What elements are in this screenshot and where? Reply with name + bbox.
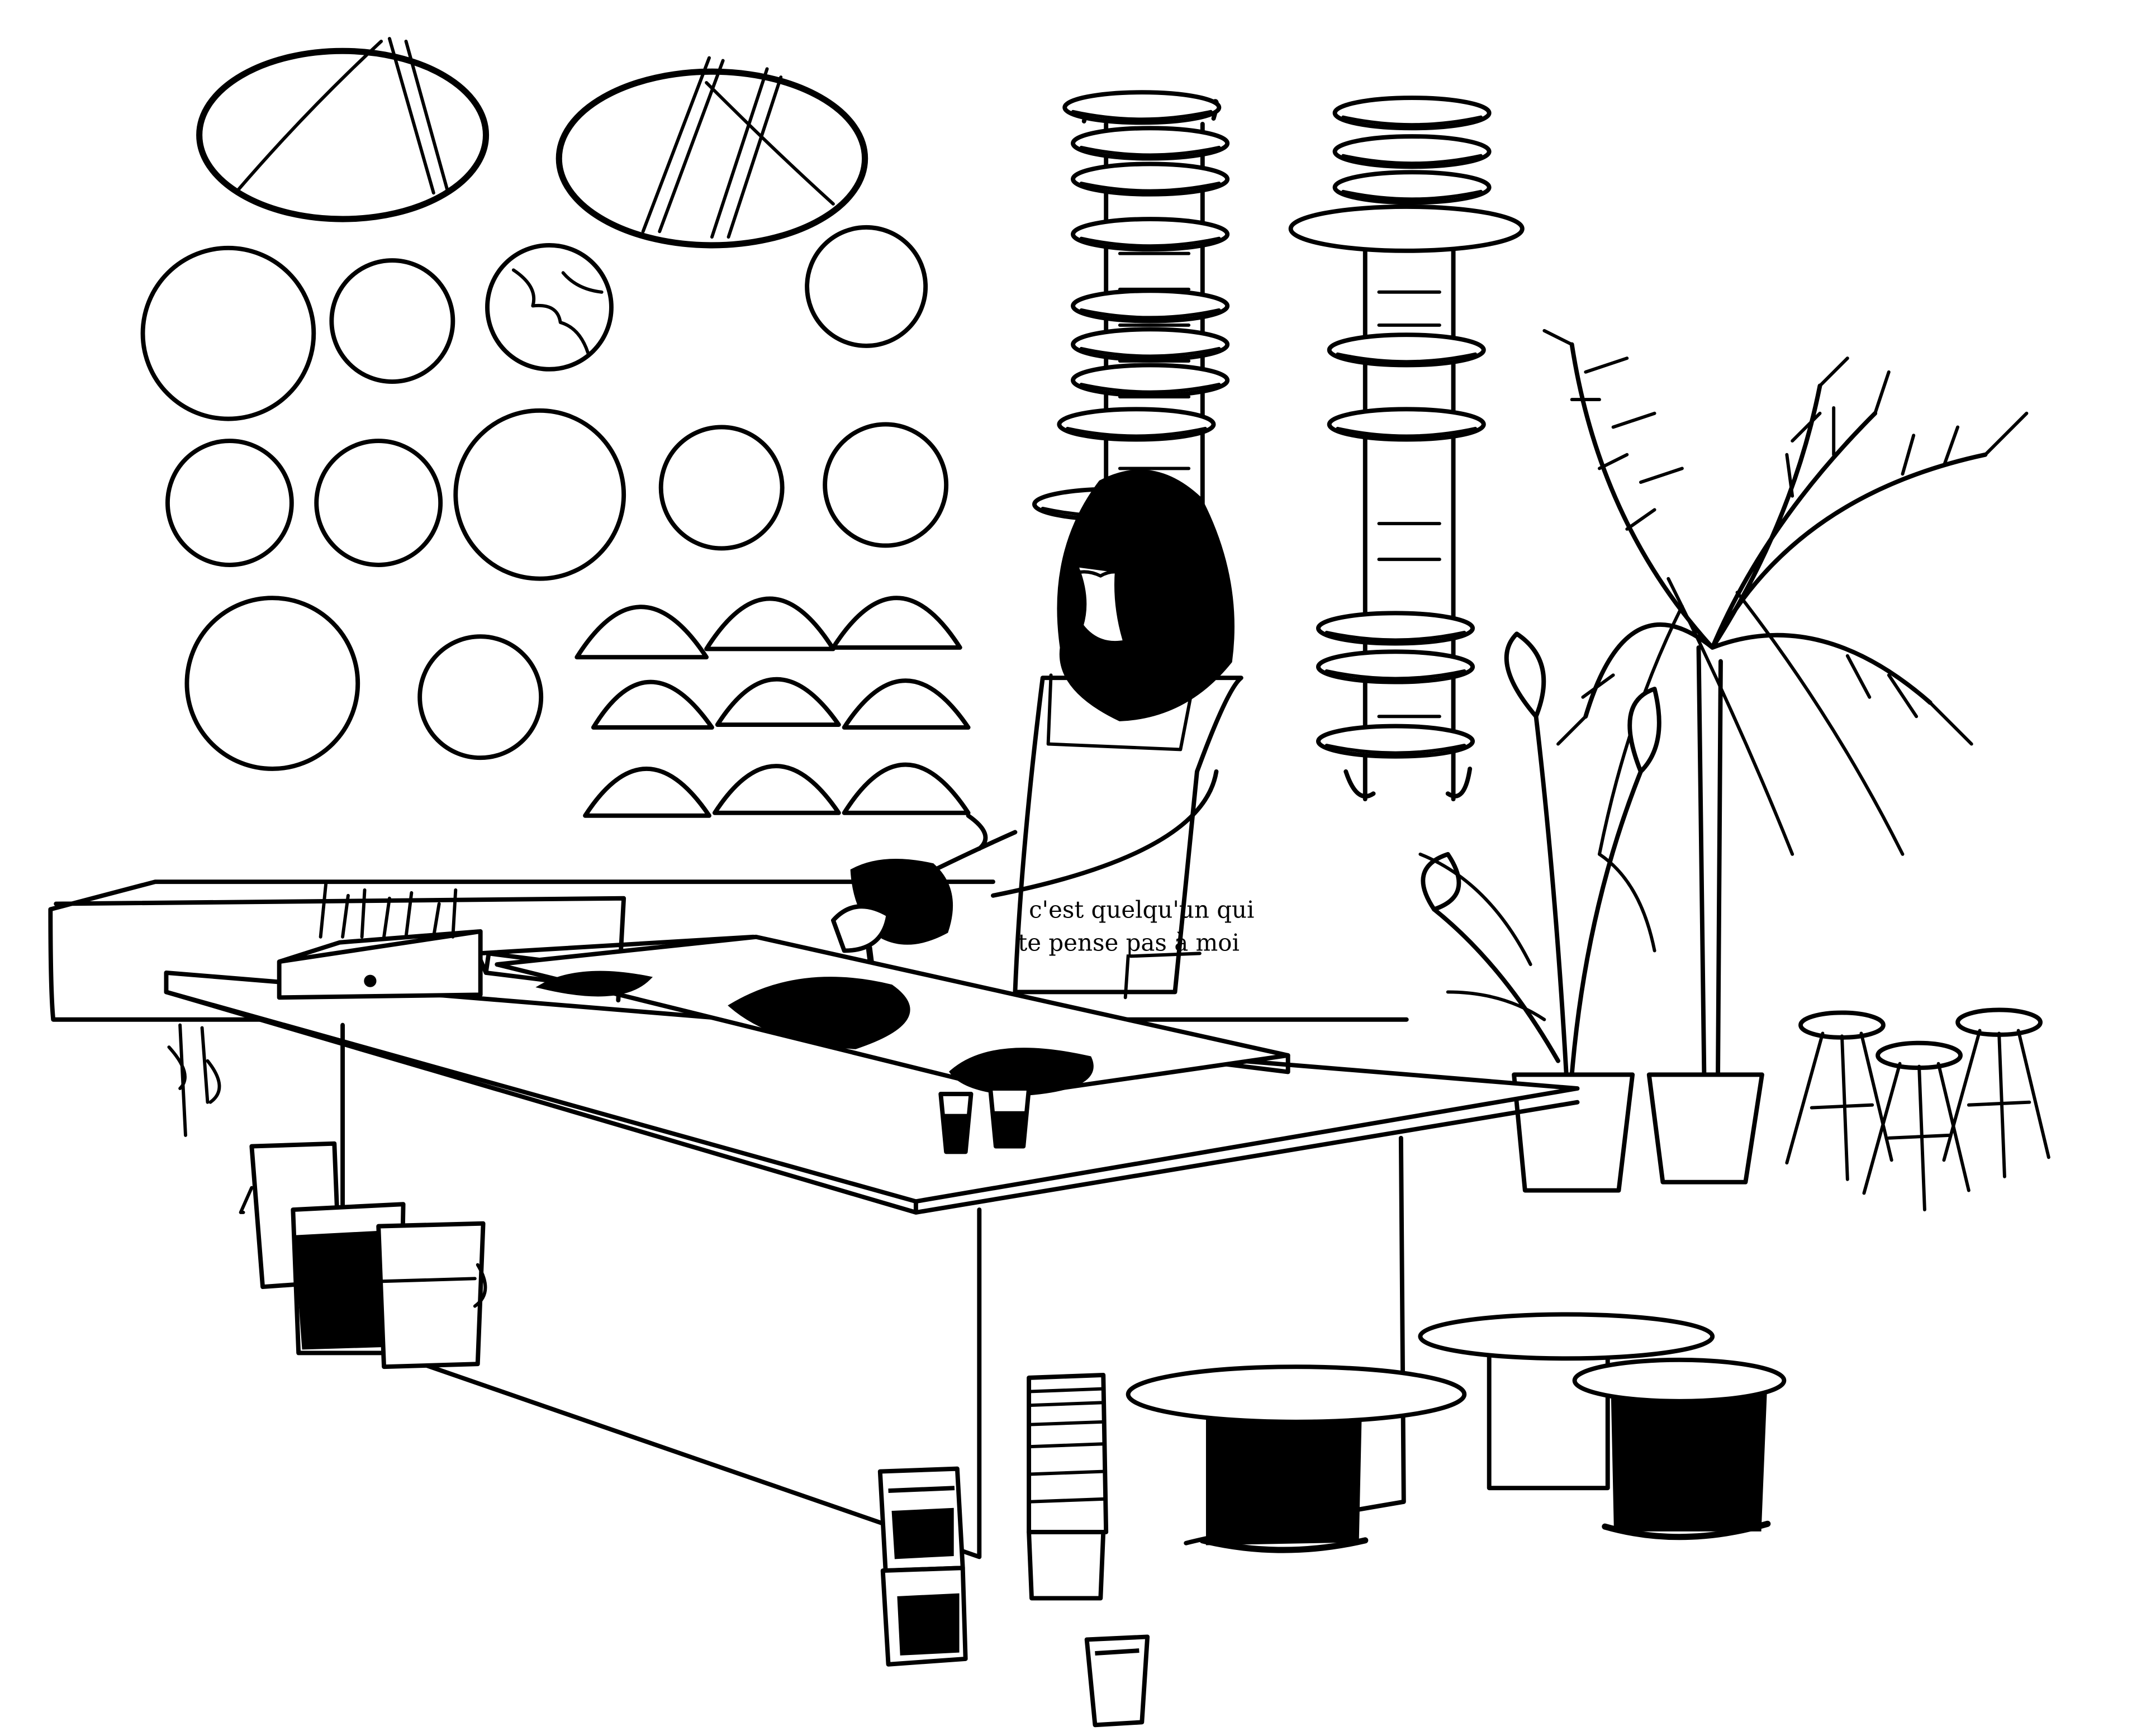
apron-text-line1: c'est quelqu'un qui [1029, 896, 1254, 923]
buckets-front [877, 1372, 1150, 1728]
wall-counter [48, 879, 1409, 1137]
leafy-plant [1418, 631, 1661, 1193]
palm-plant [1542, 329, 2029, 1185]
plate-rack-right [1288, 98, 1525, 802]
work-table [164, 880, 1580, 1559]
potter: c'est quelqu'un qui te pense pas à moi [830, 469, 1254, 1029]
floor-stools [1126, 1312, 1787, 1553]
apron-text-line2: te pense pas à moi [1018, 929, 1240, 956]
plate-rack-left [1034, 92, 1227, 581]
wall-plates [140, 37, 971, 818]
side-stools [1787, 1010, 2049, 1210]
buckets-left [239, 1141, 487, 1369]
tool-box [277, 929, 483, 1000]
